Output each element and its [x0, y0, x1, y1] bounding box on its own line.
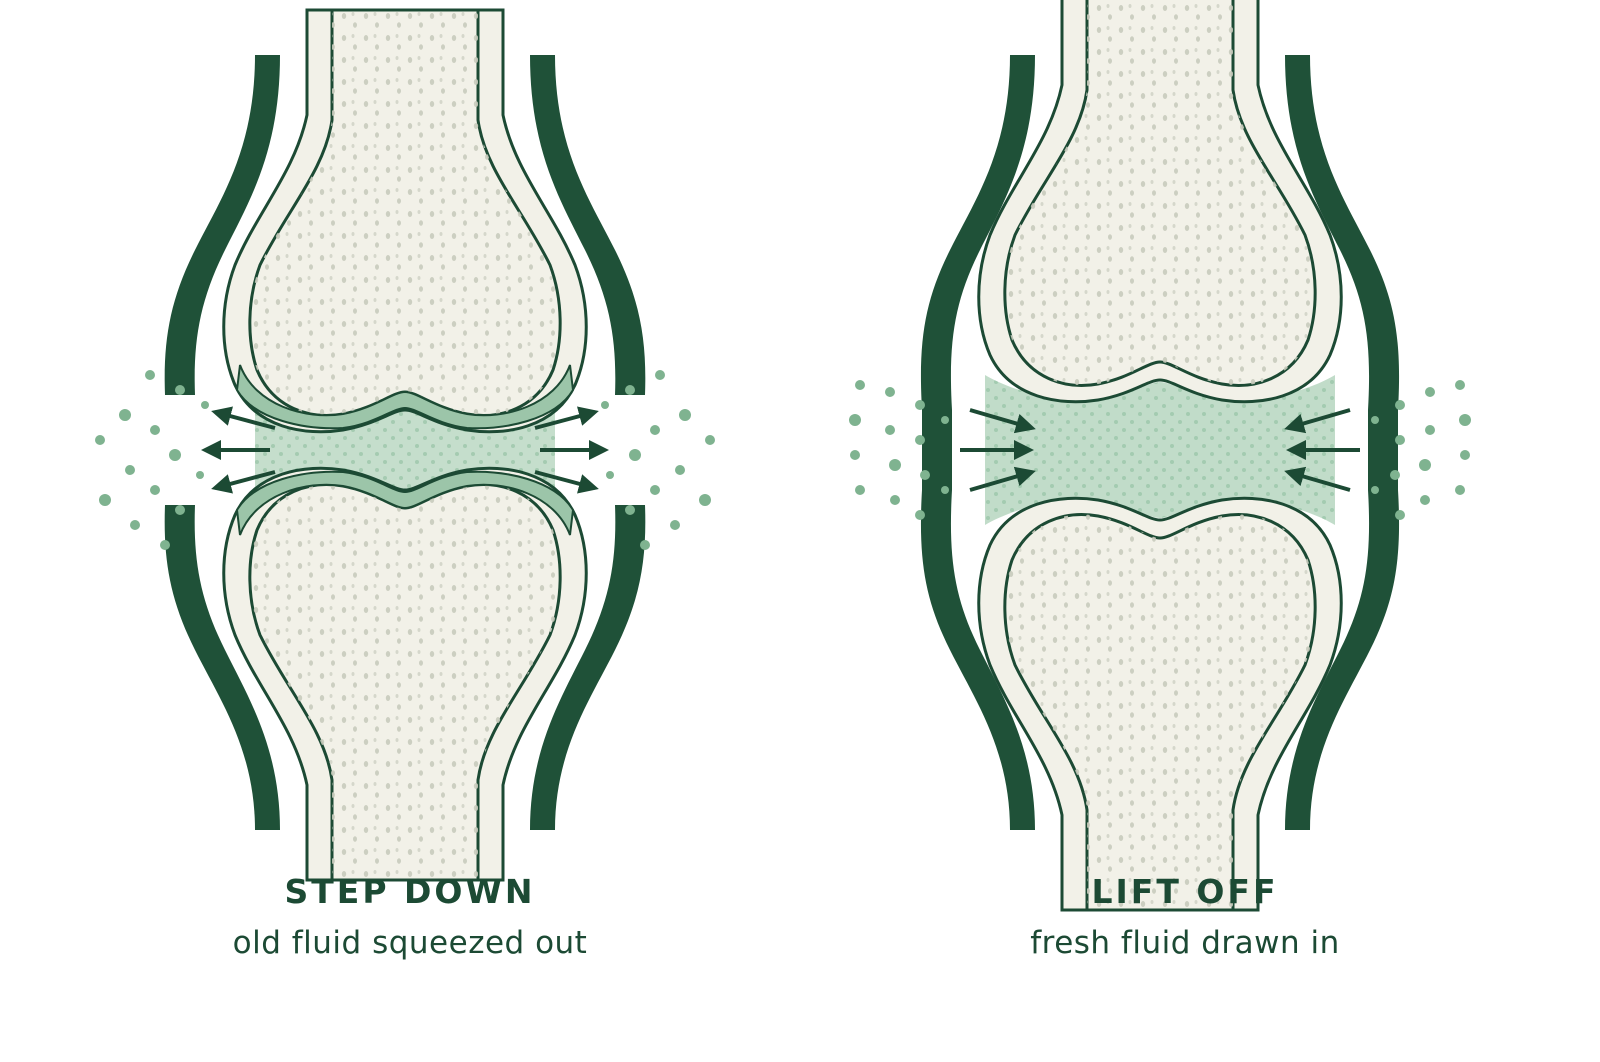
fluid-droplets-left — [849, 380, 949, 520]
joint-capsule — [920, 55, 1400, 830]
panel-subtitle: fresh fluid drawn in — [1030, 925, 1340, 961]
panel-title: LIFT OFF — [1091, 872, 1279, 911]
cartilage-lower — [235, 470, 575, 536]
cartilage-upper — [235, 364, 575, 430]
panel-subtitle: old fluid squeezed out — [232, 925, 588, 961]
arrows-in-right — [1284, 408, 1360, 492]
panel-step-down — [95, 8, 715, 882]
fluid-droplets-right — [601, 370, 715, 550]
arrows-out-left — [201, 406, 276, 494]
fluid-droplets-right — [1371, 380, 1471, 520]
joint-capsule — [164, 55, 646, 830]
caption-lift-off: LIFT OFF fresh fluid drawn in — [885, 872, 1485, 961]
tibia-bone — [977, 496, 1343, 912]
panel-lift-off — [849, 0, 1471, 912]
fluid-droplets-left — [95, 370, 209, 550]
caption-step-down: STEP DOWN old fluid squeezed out — [110, 872, 710, 961]
arrows-in-left — [960, 408, 1036, 492]
arrows-out-right — [534, 406, 609, 494]
panel-title: STEP DOWN — [284, 872, 536, 911]
